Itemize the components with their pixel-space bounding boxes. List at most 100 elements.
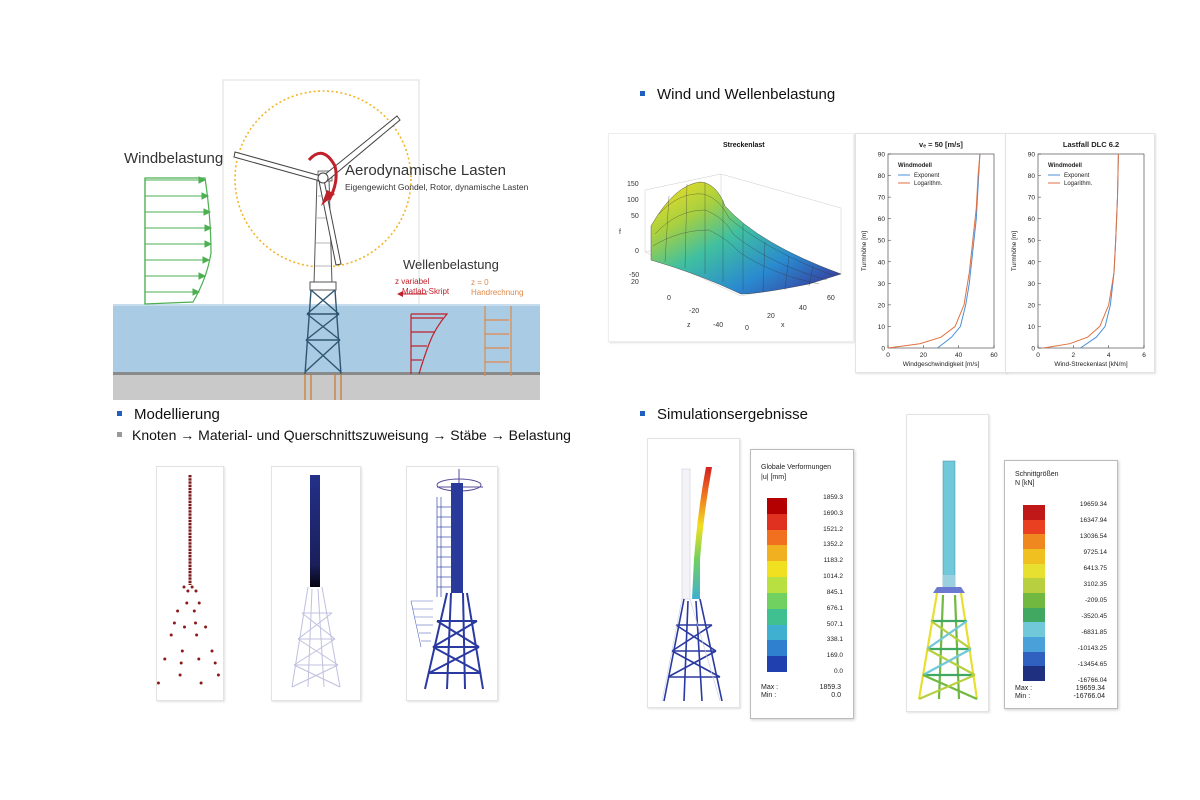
colorbar-level-label: 1183.2 (823, 557, 843, 565)
node-point (178, 673, 182, 677)
y-tick-label: 30 (878, 281, 886, 288)
node-point (192, 609, 196, 613)
deformation-max-value: 1859.3 (819, 684, 841, 691)
model-nodes-panel (156, 466, 224, 701)
node-point (194, 621, 197, 625)
force-colorbar (1023, 505, 1045, 682)
z-tick: -20 (689, 308, 699, 315)
y-tick-label: 60 (1028, 216, 1036, 223)
colorbar-segment (1023, 593, 1045, 609)
colorbar-segment (1023, 563, 1045, 579)
surface-plot-title: Streckenlast (723, 142, 765, 149)
wind-wave-heading: Wind und Wellenbelastung (640, 86, 835, 103)
colorbar-segment (1023, 607, 1045, 623)
y-tick-label: 10 (1028, 324, 1036, 331)
surface-z-label: z (687, 322, 691, 329)
f-tick: 150 (627, 181, 639, 188)
legend-box (894, 158, 956, 190)
node-point (180, 649, 184, 653)
colorbar-segment (1023, 666, 1045, 682)
legend-box (1044, 158, 1106, 190)
colorbar-segment (767, 624, 787, 641)
wind-wave-heading-text: Wind und Wellenbelastung (657, 86, 836, 103)
colorbar-level-label: 169.0 (826, 652, 843, 660)
colorbar-level-label: 19659.34 (1079, 501, 1107, 508)
surface-plot-panel: Streckenlast (608, 133, 854, 342)
deformation-colorbar (767, 498, 787, 673)
deformation-model-panel (647, 438, 740, 708)
wind-load-label: Windbelastung (124, 150, 224, 167)
x-tick-label: 60 (990, 352, 998, 359)
sub-bullet-marker (117, 431, 122, 437)
colorbar-level-label: 0.0 (833, 668, 843, 675)
y-tick-label: 30 (1028, 281, 1036, 288)
y-tick-label: 80 (878, 173, 886, 180)
chart-title: vₑ = 50 [m/s] (919, 140, 963, 149)
colorbar-level-label: 1690.3 (823, 509, 843, 517)
x-tick-label: 2 (1072, 352, 1076, 359)
hand-calc-label: Handrechnung (471, 288, 524, 297)
modelling-steps-text: Knoten → Material- und Querschnittszuwei… (132, 427, 571, 443)
colorbar-segment (1023, 637, 1045, 653)
model-material-panel (271, 466, 361, 701)
y-tick-label: 20 (1028, 302, 1036, 309)
wave-constant-arrows (484, 306, 512, 376)
x-tick-label: 40 (955, 352, 963, 359)
colorbar-segment (1023, 651, 1045, 667)
x-tick-label: 0 (886, 352, 890, 359)
bullet-marker (117, 410, 122, 416)
z-variable-label: z variabel (395, 277, 430, 286)
load-model (410, 469, 484, 690)
colorbar-level-label: 1014.2 (823, 573, 843, 581)
force-max-value: 19659.34 (1075, 685, 1105, 692)
node-point (204, 625, 208, 629)
bullet-marker (640, 410, 645, 416)
colorbar-segment (1023, 519, 1045, 535)
deformation-max-label: Max : (761, 684, 779, 691)
legend-entry: Exponent (914, 173, 940, 179)
series-line-exponent (937, 153, 981, 349)
node-point (179, 661, 183, 665)
node-point (172, 621, 176, 625)
colorbar-segment (767, 656, 787, 673)
y-tick-label: 10 (878, 324, 886, 331)
y-tick-label: 70 (1028, 195, 1036, 202)
colorbar-level-label: 338.1 (826, 636, 843, 644)
series-line-logarithm- (1043, 153, 1119, 349)
matlab-script-label: Matlab-Skript (402, 287, 450, 296)
legend-entry: Logarithm. (914, 181, 943, 187)
legend-entry: Logarithm. (1064, 181, 1093, 187)
colorbar-segment (1023, 622, 1045, 638)
simulation-heading-text: Simulationsergebnisse (657, 406, 808, 423)
node-point (156, 681, 160, 685)
colorbar-level-label: 6413.75 (1083, 565, 1108, 572)
node-point (169, 633, 173, 637)
bullet-marker (640, 90, 645, 96)
y-tick-label: 80 (1028, 173, 1036, 180)
force-model (917, 460, 979, 701)
x-tick: 20 (767, 313, 775, 320)
turbine-graphic (113, 79, 540, 400)
modelling-steps: Knoten → Material- und Querschnittszuwei… (117, 427, 571, 443)
node-point (194, 589, 198, 593)
x-axis-label: Windgeschwindigkeit [m/s] (903, 361, 980, 368)
legend-title: Windmodell (898, 163, 932, 169)
y-axis-label: Turmhöhe [m] (1011, 231, 1018, 271)
colorbar-segment (767, 513, 787, 531)
surface-f-ticks: 150 100 50 0 -50 (627, 181, 639, 279)
wave-load-label: Wellenbelastung (403, 257, 499, 272)
surface-z-ticks: 20 0 -20 -40 (631, 279, 723, 329)
y-tick-label: 50 (1028, 238, 1036, 245)
node-point (210, 649, 214, 653)
f-tick: 100 (627, 197, 639, 204)
y-tick-label: 90 (878, 152, 886, 159)
colorbar-segment (1023, 549, 1045, 565)
colorbar-level-label: -209.05 (1084, 597, 1107, 604)
deformation-min-label: Min : (761, 692, 777, 699)
deformation-legend-unit: |u| [mm] (761, 474, 787, 481)
